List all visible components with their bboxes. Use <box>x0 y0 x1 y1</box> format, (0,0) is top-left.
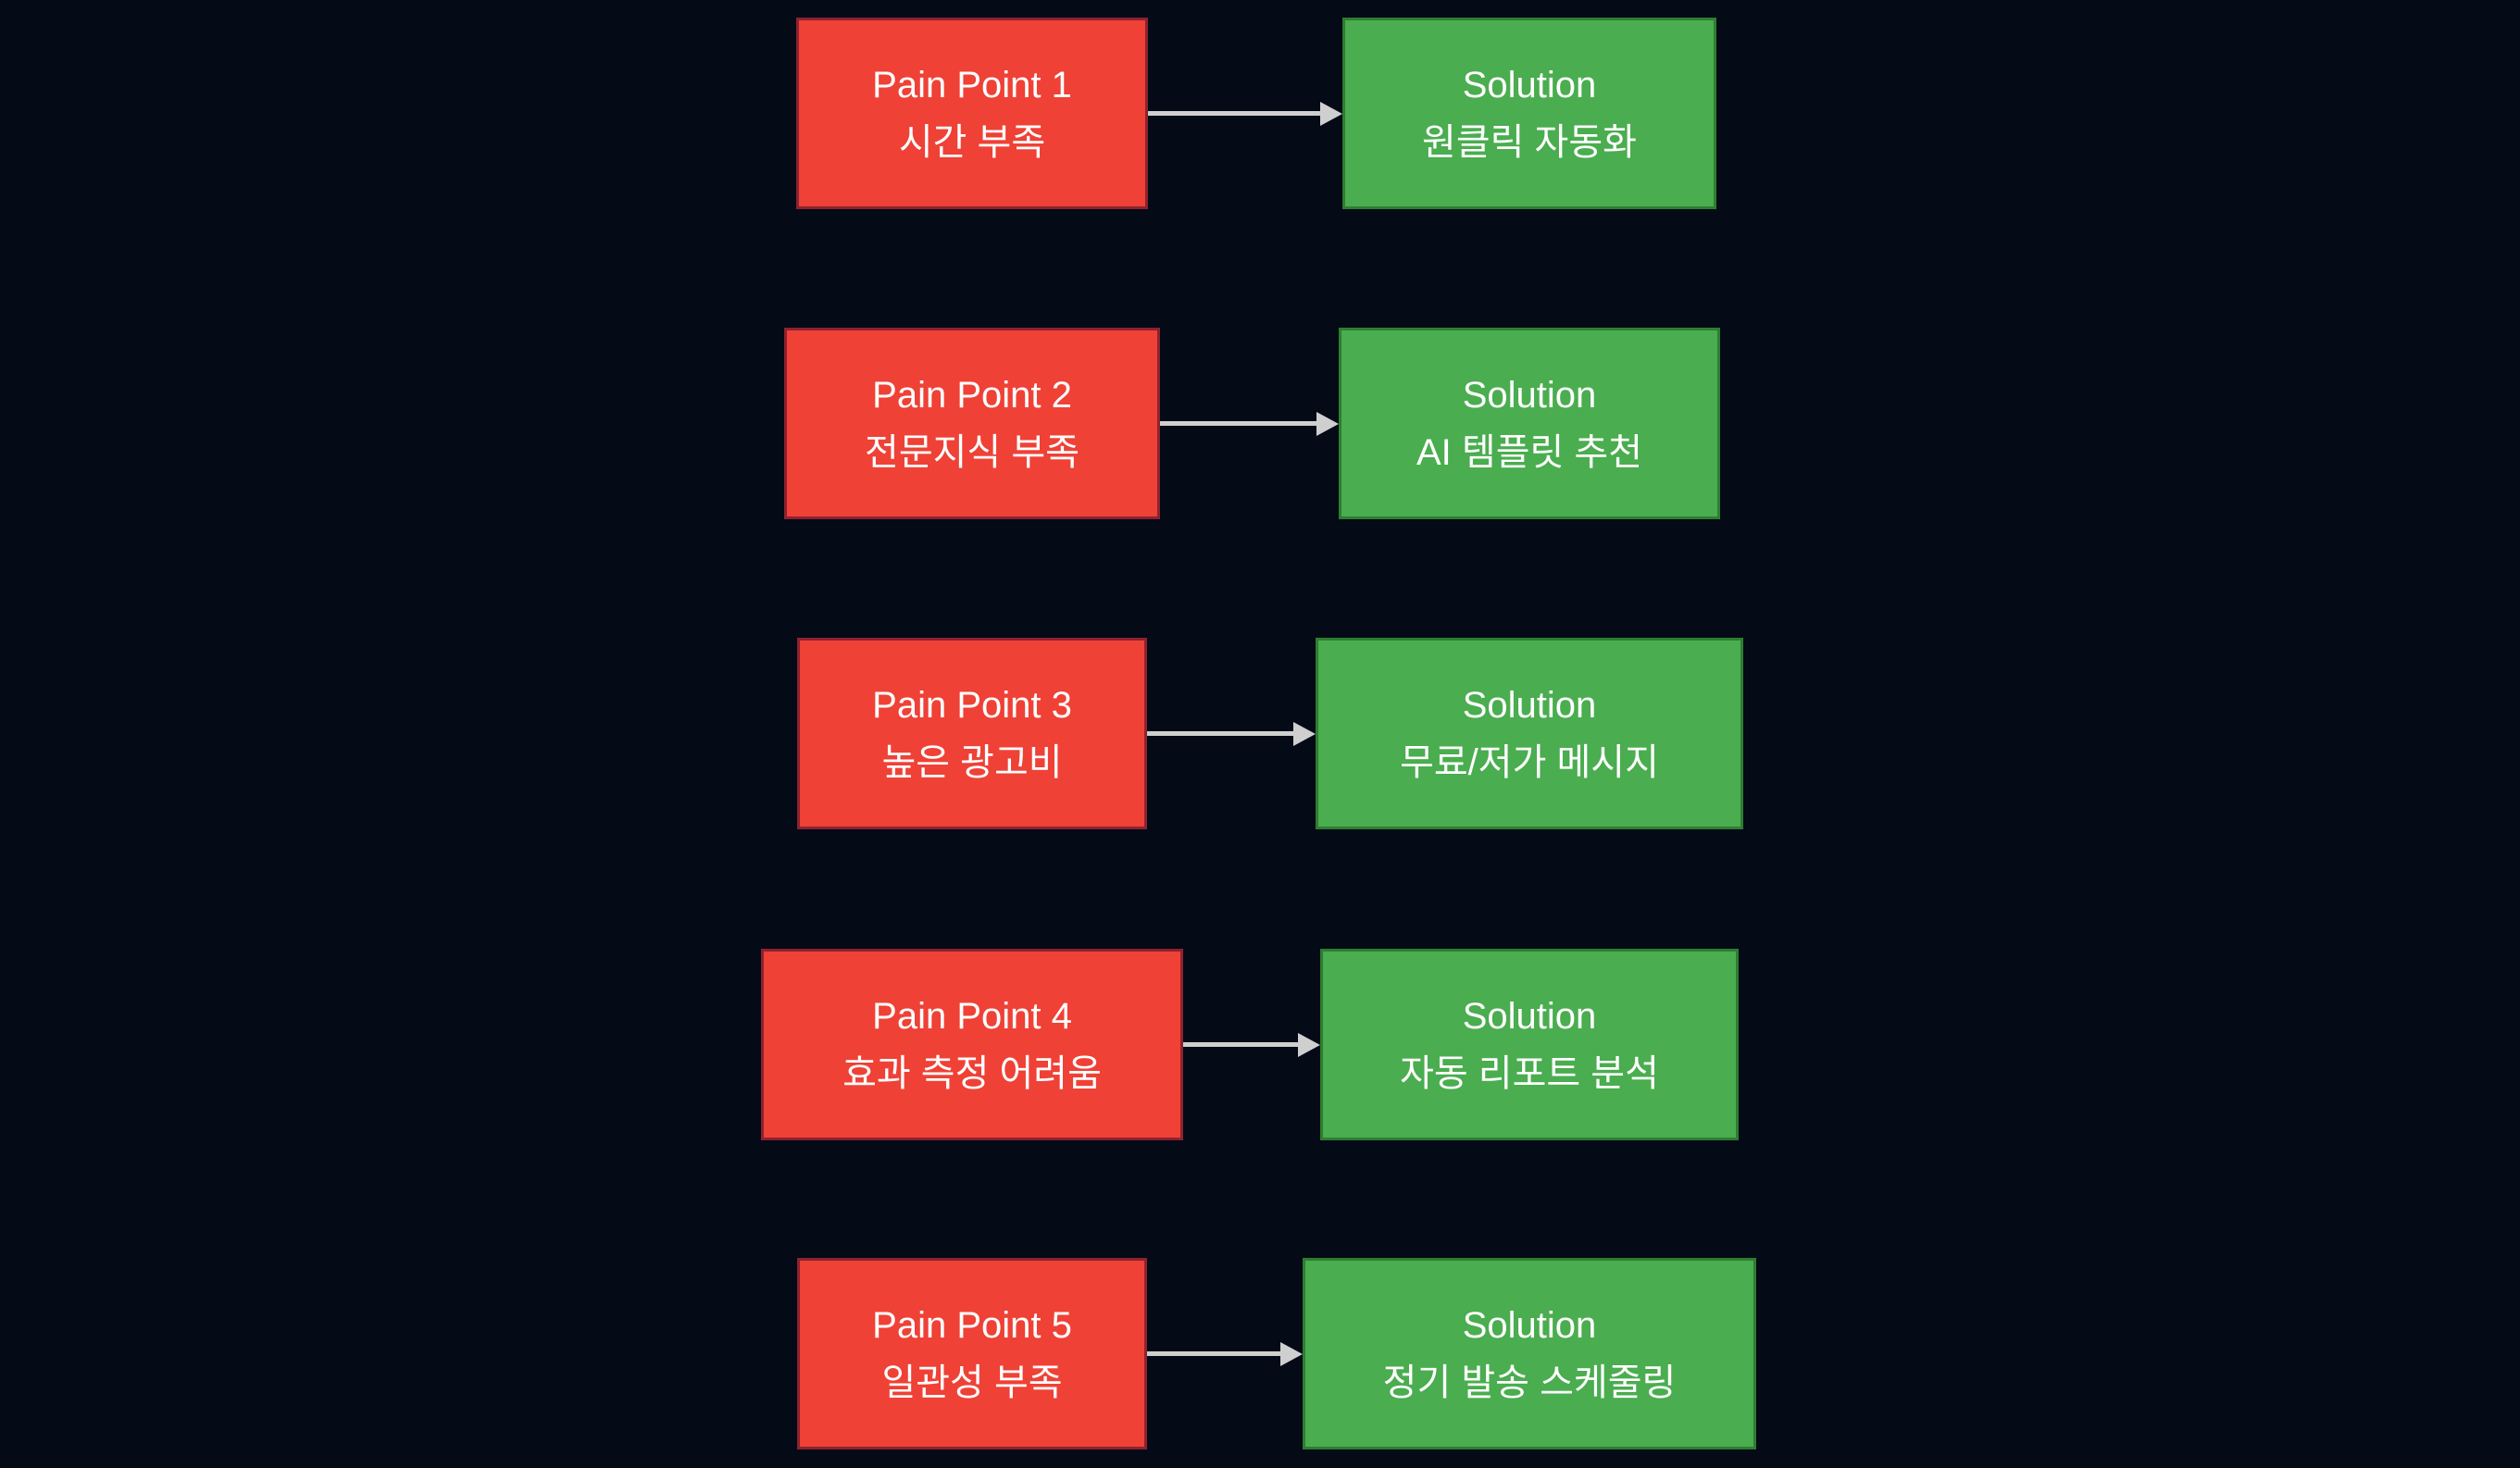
arrow-head-icon <box>1293 721 1316 746</box>
pain-point-subtitle: 높은 광고비 <box>881 741 1063 783</box>
solution-subtitle: 무료/저가 메시지 <box>1400 741 1659 783</box>
pain-point-subtitle: 일관성 부족 <box>881 1362 1063 1403</box>
pain-point-title: Pain Point 3 <box>872 684 1072 726</box>
pain-point-subtitle: 효과 측정 어려움 <box>842 1052 1102 1094</box>
solution-subtitle: 자동 리포트 분석 <box>1400 1052 1659 1094</box>
arrow-head-icon <box>1298 1032 1320 1057</box>
pain-point-node: Pain Point 3 높은 광고비 <box>797 638 1147 829</box>
arrow-line <box>1148 111 1320 116</box>
pain-solution-row: Pain Point 2 전문지식 부족 Solution AI 템플릿 추천 <box>0 328 2520 519</box>
arrow-right <box>1147 721 1316 746</box>
arrow-right <box>1160 411 1339 436</box>
solution-title: Solution <box>1462 374 1597 416</box>
pain-solution-row: Pain Point 1 시간 부족 Solution 원클릭 자동화 <box>0 18 2520 209</box>
arrow-right <box>1148 101 1342 126</box>
pain-solution-row: Pain Point 4 효과 측정 어려움 Solution 자동 리포트 분… <box>0 949 2520 1140</box>
solution-node: Solution AI 템플릿 추천 <box>1339 328 1720 519</box>
pain-point-node: Pain Point 4 효과 측정 어려움 <box>761 949 1183 1140</box>
arrow-head-icon <box>1316 411 1339 436</box>
arrow-line <box>1183 1042 1298 1047</box>
solution-subtitle: 원클릭 자동화 <box>1422 121 1637 163</box>
pain-solution-row: Pain Point 5 일관성 부족 Solution 정기 발송 스케줄링 <box>0 1258 2520 1449</box>
pain-point-node: Pain Point 5 일관성 부족 <box>797 1258 1147 1449</box>
solution-title: Solution <box>1462 64 1597 106</box>
pain-point-subtitle: 전문지식 부족 <box>865 431 1079 473</box>
solution-title: Solution <box>1462 684 1597 726</box>
pain-point-subtitle: 시간 부족 <box>898 121 1046 163</box>
solution-node: Solution 원클릭 자동화 <box>1342 18 1716 209</box>
solution-subtitle: 정기 발송 스케줄링 <box>1382 1362 1677 1403</box>
solution-title: Solution <box>1462 995 1597 1037</box>
arrow-right <box>1183 1032 1320 1057</box>
pain-solution-row: Pain Point 3 높은 광고비 Solution 무료/저가 메시지 <box>0 638 2520 829</box>
solution-node: Solution 무료/저가 메시지 <box>1316 638 1743 829</box>
solution-title: Solution <box>1462 1304 1597 1346</box>
pain-point-node: Pain Point 2 전문지식 부족 <box>784 328 1160 519</box>
arrow-head-icon <box>1280 1341 1303 1366</box>
pain-point-title: Pain Point 1 <box>872 64 1072 106</box>
solution-node: Solution 정기 발송 스케줄링 <box>1303 1258 1756 1449</box>
arrow-line <box>1160 421 1316 426</box>
arrow-line <box>1147 731 1293 736</box>
arrow-line <box>1147 1351 1280 1356</box>
pain-point-title: Pain Point 5 <box>872 1304 1072 1346</box>
pain-point-node: Pain Point 1 시간 부족 <box>796 18 1148 209</box>
arrow-right <box>1147 1341 1303 1366</box>
solution-node: Solution 자동 리포트 분석 <box>1320 949 1739 1140</box>
solution-subtitle: AI 템플릿 추천 <box>1416 431 1643 473</box>
arrow-head-icon <box>1320 101 1342 126</box>
pain-point-title: Pain Point 2 <box>872 374 1072 416</box>
pain-point-title: Pain Point 4 <box>872 995 1072 1037</box>
